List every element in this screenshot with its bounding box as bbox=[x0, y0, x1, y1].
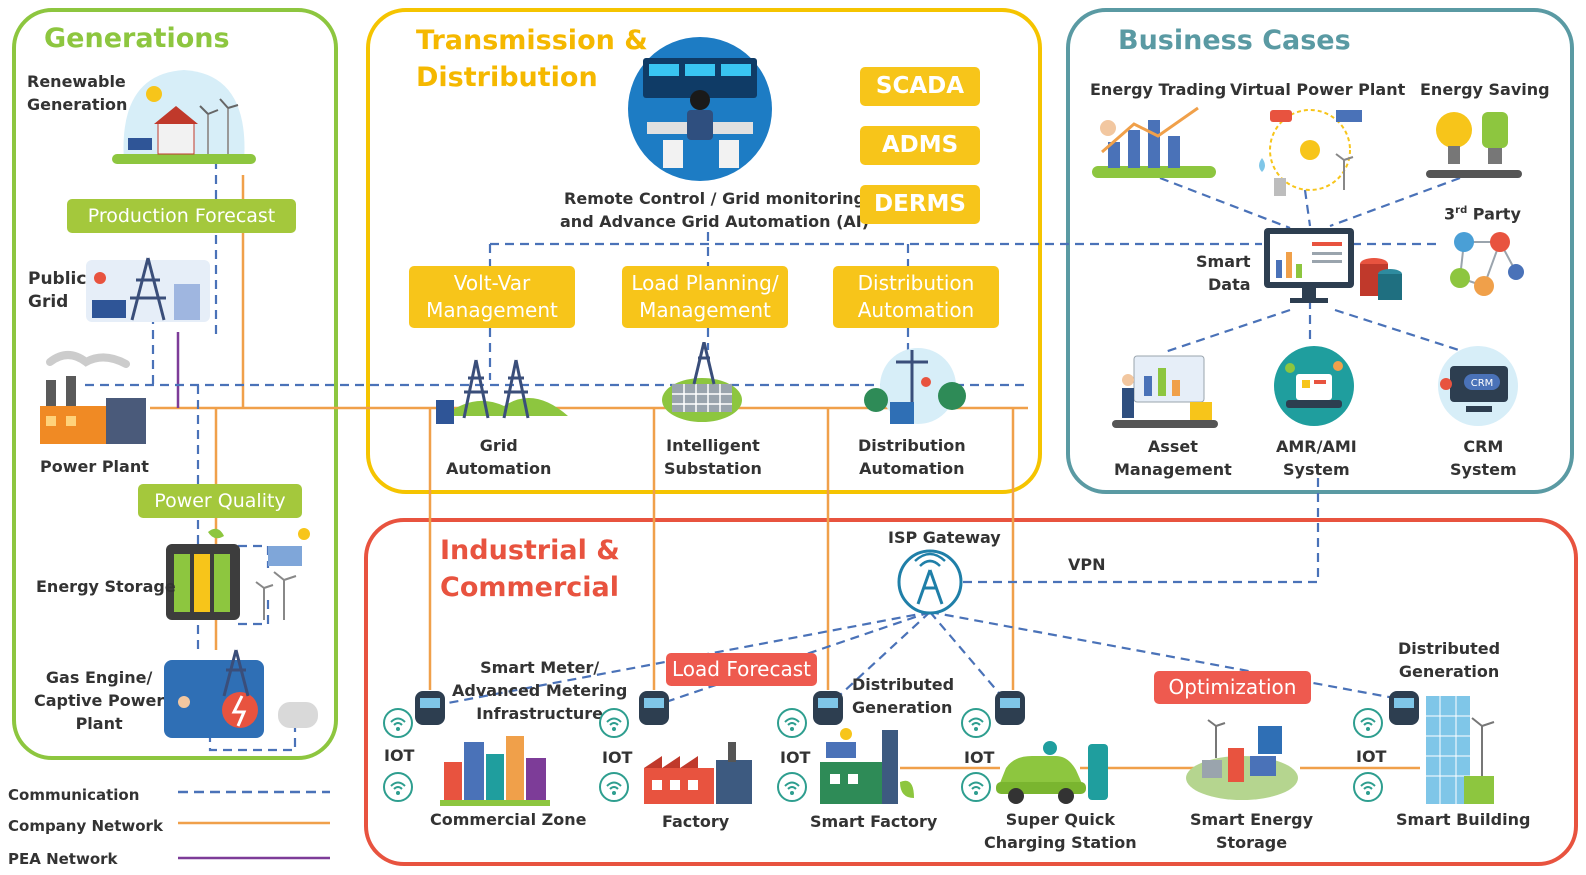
energy-storage-icon bbox=[166, 528, 310, 620]
wifi-icon bbox=[777, 772, 807, 802]
grid-automation-label: Grid Automation bbox=[446, 436, 552, 478]
iot-label: IOT bbox=[780, 748, 811, 767]
gas-engine-icon bbox=[164, 649, 318, 738]
crm-badge: CRM bbox=[1471, 378, 1494, 389]
smart-meter-icon bbox=[995, 691, 1025, 725]
wifi-icon bbox=[777, 708, 807, 738]
smart-building-icon bbox=[1426, 696, 1495, 804]
optimization-box: Optimization bbox=[1154, 671, 1311, 704]
commercial-zone-icon bbox=[440, 736, 550, 806]
business-cases-panel bbox=[1066, 8, 1574, 494]
amr-ami-icon bbox=[1274, 346, 1354, 426]
iot-label: IOT bbox=[1356, 747, 1387, 766]
crm-label: CRM System bbox=[1450, 437, 1517, 479]
control-room-icon bbox=[628, 37, 772, 181]
intelligent-substation-icon bbox=[662, 342, 742, 422]
iot-label: IOT bbox=[602, 748, 633, 767]
public-grid-label: Public Grid bbox=[28, 269, 87, 312]
smart-energy-storage-label: Smart Energy Storage bbox=[1190, 810, 1314, 852]
transmission-distribution-panel bbox=[366, 8, 1042, 494]
smart-energy-storage-icon bbox=[1186, 719, 1298, 800]
energy-saving-icon bbox=[1426, 112, 1522, 178]
scada-box: SCADA bbox=[860, 67, 980, 106]
industrial-title: Industrial & Commercial bbox=[440, 535, 620, 603]
asset-management-icon bbox=[1112, 355, 1218, 428]
adms-box: ADMS bbox=[860, 126, 980, 165]
distribution-automation-label: Distribution Automation bbox=[858, 436, 966, 478]
remote-control-label: Remote Control / Grid monitoring and Adv… bbox=[560, 189, 870, 231]
smart-meter-label: Smart Meter/ Advanced Metering Infrastru… bbox=[452, 658, 628, 723]
legend-swatches bbox=[178, 790, 330, 860]
iot-label: IOT bbox=[964, 748, 995, 767]
intelligent-substation-label: Intelligent Substation bbox=[664, 436, 762, 478]
wifi-icon bbox=[383, 772, 413, 802]
legend-communication-label: Communication bbox=[8, 786, 140, 804]
vpn-label: VPN bbox=[1068, 555, 1106, 574]
smart-building-label: Smart Building bbox=[1396, 810, 1531, 829]
third-party-label: 3rd Party bbox=[1444, 199, 1521, 225]
energy-trading-label: Energy Trading bbox=[1090, 80, 1227, 99]
distribution-automation-box: Distribution Automation bbox=[833, 266, 999, 328]
generations-title: Generations bbox=[44, 23, 230, 54]
transmission-title: Transmission & Distribution bbox=[416, 25, 648, 93]
factory-label: Factory bbox=[662, 812, 730, 831]
factory-icon bbox=[644, 742, 752, 804]
public-grid-icon bbox=[86, 257, 210, 322]
smart-data-icon bbox=[1264, 228, 1402, 303]
commercial-zone-label: Commercial Zone bbox=[430, 810, 587, 829]
wifi-icon bbox=[599, 708, 629, 738]
smart-meter-icon bbox=[639, 691, 669, 725]
volt-var-box: Volt-Var Management bbox=[409, 266, 575, 328]
third-party-number: 3 bbox=[1444, 204, 1456, 224]
third-party-suffix: rd bbox=[1455, 205, 1468, 216]
power-plant-label: Power Plant bbox=[40, 457, 149, 476]
renewable-generation-icon bbox=[112, 70, 256, 164]
isp-gateway-label: ISP Gateway bbox=[888, 528, 1001, 547]
legend-pea-network-label: PEA Network bbox=[8, 850, 118, 868]
business-cases-title: Business Cases bbox=[1118, 25, 1351, 56]
crm-icon: CRM bbox=[1438, 346, 1518, 426]
iot-label: IOT bbox=[384, 746, 415, 765]
wifi-icon bbox=[961, 772, 991, 802]
energy-storage-label: Energy Storage bbox=[36, 577, 176, 596]
third-party-icon bbox=[1450, 232, 1524, 296]
distributed-generation-label-2: Distributed Generation bbox=[1398, 639, 1501, 681]
load-forecast-box: Load Forecast bbox=[666, 653, 817, 686]
asset-management-label: Asset Management bbox=[1114, 437, 1232, 479]
wifi-icon bbox=[961, 708, 991, 738]
smart-factory-icon bbox=[820, 728, 914, 804]
energy-trading-icon bbox=[1092, 106, 1216, 178]
distribution-automation-icon bbox=[864, 348, 966, 424]
wifi-icon bbox=[1353, 772, 1383, 802]
charging-station-icon bbox=[996, 741, 1108, 804]
wifi-icon bbox=[599, 772, 629, 802]
power-quality-box: Power Quality bbox=[138, 484, 302, 518]
renewable-generation-label: Renewable Generation bbox=[27, 72, 128, 114]
gas-engine-label: Gas Engine/ Captive Power Plant bbox=[34, 668, 165, 733]
third-party-word: Party bbox=[1467, 204, 1521, 224]
wifi-icon bbox=[383, 708, 413, 738]
smart-factory-label: Smart Factory bbox=[810, 812, 938, 831]
legend-company-network-label: Company Network bbox=[8, 817, 163, 835]
wifi-icon bbox=[1353, 708, 1383, 738]
power-plant-icon bbox=[40, 351, 146, 444]
smart-meter-icon bbox=[415, 691, 445, 725]
industrial-commercial-panel bbox=[364, 518, 1578, 866]
grid-automation-icon bbox=[436, 359, 568, 424]
smart-data-label: Smart Data bbox=[1196, 252, 1251, 294]
distributed-generation-label-1: Distributed Generation bbox=[852, 675, 955, 717]
generations-panel bbox=[12, 8, 338, 760]
load-planning-box: Load Planning/ Management bbox=[622, 266, 788, 328]
amr-ami-label: AMR/AMI System bbox=[1276, 437, 1357, 479]
virtual-power-plant-label: Virtual Power Plant bbox=[1230, 80, 1406, 99]
charging-station-label: Super Quick Charging Station bbox=[984, 810, 1137, 852]
energy-saving-label: Energy Saving bbox=[1420, 80, 1550, 99]
smart-meter-icon bbox=[813, 691, 843, 725]
production-forecast-box: Production Forecast bbox=[67, 199, 296, 233]
smart-meter-icon bbox=[1389, 691, 1419, 725]
isp-gateway-icon bbox=[897, 549, 963, 615]
derms-box: DERMS bbox=[860, 185, 980, 224]
virtual-power-plant-icon bbox=[1259, 109, 1362, 196]
